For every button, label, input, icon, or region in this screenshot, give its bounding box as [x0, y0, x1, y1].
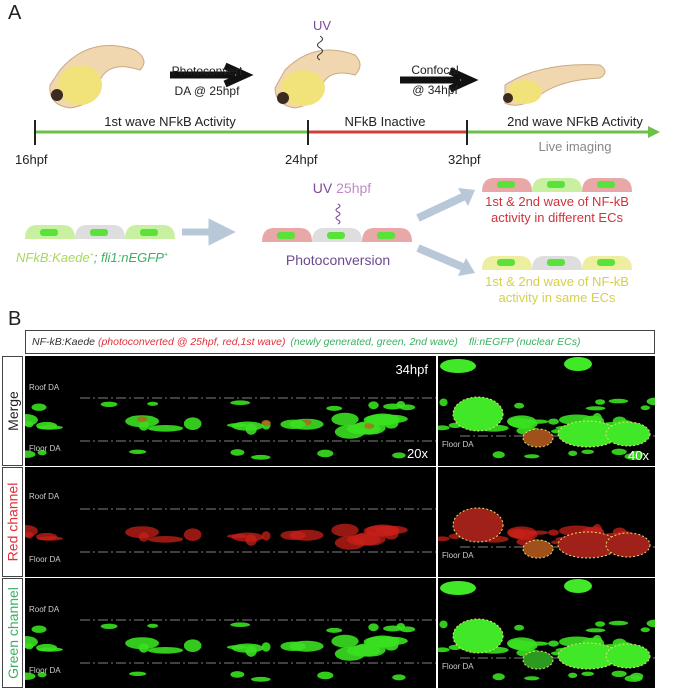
genotype-kaede: NFkB:Kaede — [16, 250, 90, 265]
cells-same — [482, 256, 632, 270]
row-label-green: Green channel — [2, 578, 23, 688]
time-label: 34hpf — [395, 362, 428, 377]
sep: ; — [93, 250, 102, 265]
da-time-label: DA @ 25hpf — [174, 84, 240, 98]
floor-da-label: Floor DA — [29, 666, 61, 675]
uv-wave-icon — [335, 203, 341, 225]
photoconversion-label: Photoconversion — [285, 252, 391, 268]
cells-photoconverted — [262, 228, 412, 242]
row-label-merge: Merge — [2, 356, 23, 466]
row-red-text: Red channel — [4, 482, 21, 562]
arrow-icon — [170, 62, 254, 88]
phase-inactive: NFkB Inactive — [344, 114, 426, 129]
embryo-icon — [503, 64, 606, 106]
outcome-same-line2: activity in same ECs — [498, 290, 616, 305]
confocal-label: Confocal — [411, 63, 459, 77]
live-imaging-label: Live imaging — [538, 139, 612, 154]
arrow-icon — [416, 192, 467, 222]
outcome-different-line2: activity in different ECs — [491, 210, 623, 225]
micrograph-red-left: Roof DA Floor DA — [25, 467, 436, 577]
confocal-time-label: @ 34hpf — [412, 83, 458, 97]
panel-b-label: B — [8, 308, 22, 330]
tick-16hpf: 16hpf — [15, 152, 48, 167]
roof-da-label: Roof DA — [29, 492, 60, 501]
micrograph-green-right: Floor DA — [438, 578, 655, 688]
sup: + — [89, 251, 94, 259]
micrograph-green-left: Roof DA Floor DA — [25, 578, 436, 688]
micrograph-red-right: Floor DA — [438, 467, 655, 577]
row-label-red: Red channel — [2, 467, 23, 577]
tick-32hpf: 32hpf — [448, 152, 481, 167]
outcome-same-line1: 1st & 2nd wave of NF-kB — [485, 274, 629, 289]
floor-da-label: Floor DA — [29, 444, 61, 453]
floor-da-label: Floor DA — [442, 440, 474, 449]
embryo-icon — [49, 45, 145, 109]
uv-time: 25hpf — [336, 180, 372, 196]
micrograph-merge-right: Floor DA 40x — [438, 356, 655, 466]
legend-green: (newly generated, green, 2nd wave) — [290, 336, 458, 348]
row-merge-text: Merge — [4, 391, 21, 431]
legend-kaede: NF-kB:Kaede — [32, 336, 96, 348]
roof-da-label: Roof DA — [29, 383, 60, 392]
arrow-icon — [416, 244, 467, 272]
uv-25hpf-label: UV 25hpf — [313, 180, 371, 196]
magnification-40x: 40x — [628, 448, 649, 463]
floor-da-label: Floor DA — [442, 662, 474, 671]
arrow-icon — [400, 67, 479, 93]
sup: + — [163, 251, 168, 259]
legend-box: NF-kB:Kaede (photoconverted @ 25hpf, red… — [25, 330, 655, 354]
uv-label: UV — [312, 18, 332, 33]
arrow-icon — [182, 218, 236, 246]
uv-text: UV — [312, 180, 333, 196]
genotype-label: NFkB:Kaede+; fli1:nEGFP+ — [16, 250, 168, 265]
uv-wave-icon — [317, 35, 323, 61]
micrograph-merge-left: Roof DA Floor DA 34hpf 20x — [25, 356, 436, 466]
cell-schematic — [25, 178, 632, 276]
panel-a-label: A — [8, 2, 22, 24]
floor-da-label: Floor DA — [29, 555, 61, 564]
row-green-text: Green channel — [4, 587, 21, 679]
magnification-20x: 20x — [407, 446, 428, 461]
phase-2nd-wave: 2nd wave NFkB Activity — [507, 114, 643, 129]
phase-1st-wave: 1st wave NFkB Activity — [104, 114, 236, 129]
genotype-egfp: fli1:nEGFP — [101, 250, 164, 265]
cells-different — [482, 178, 632, 192]
embryo-illustrations — [34, 35, 660, 145]
outcome-different-line1: 1st & 2nd wave of NF-kB — [485, 194, 629, 209]
floor-da-label: Floor DA — [442, 551, 474, 560]
photoconvert-label: Photoconvert — [171, 64, 243, 78]
tick-24hpf: 24hpf — [285, 152, 318, 167]
legend-red: (photoconverted @ 25hpf, red,1st wave) — [97, 336, 286, 348]
embryo-icon — [274, 49, 361, 109]
roof-da-label: Roof DA — [29, 605, 60, 614]
legend-egfp: fli:nEGFP (nuclear ECs) — [468, 336, 581, 348]
cells-initial — [25, 225, 175, 239]
